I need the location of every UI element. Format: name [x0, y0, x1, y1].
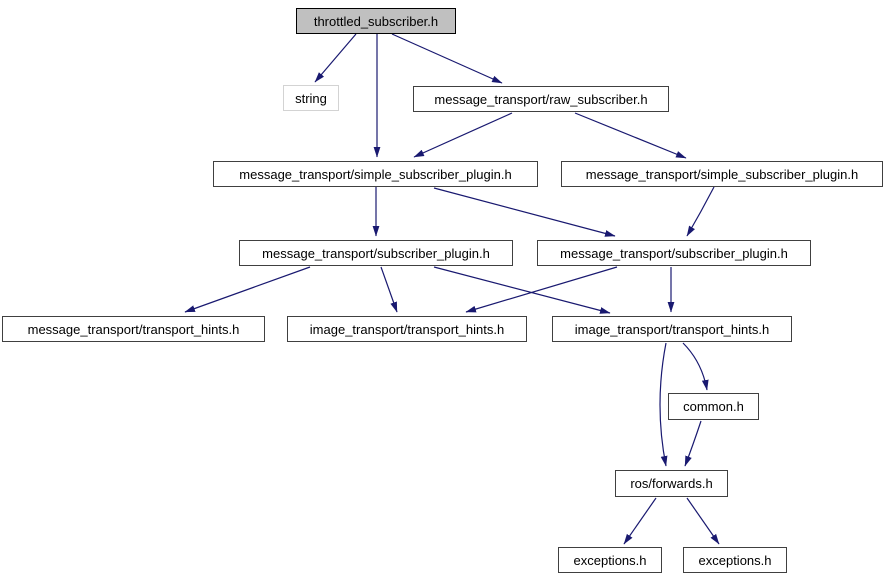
node-simple-subscriber-plugin-h-right[interactable]: message_transport/simple_subscriber_plug… [561, 161, 883, 187]
edge-subscriber_plugin_left-to-image_transport_hints_mid [380, 266, 398, 313]
node-label: string [295, 90, 327, 106]
node-string: string [283, 85, 339, 111]
node-message-transport-hints-h[interactable]: message_transport/transport_hints.h [2, 316, 265, 342]
edge-image_transport_hints_right-to-common [682, 342, 709, 391]
node-label: message_transport/simple_subscriber_plug… [239, 166, 512, 182]
node-label: message_transport/simple_subscriber_plug… [585, 166, 859, 182]
node-ros-forwards-h[interactable]: ros/forwards.h [615, 470, 728, 497]
node-label: message_transport/raw_subscriber.h [434, 91, 648, 107]
edge-subscriber_plugin_left-to-message_transport_hints [184, 266, 311, 313]
edge-raw_subscriber-to-simple_subscriber_plugin_right [574, 112, 687, 159]
edge-common-to-ros_forwards [684, 420, 702, 467]
node-subscriber-plugin-h-left[interactable]: message_transport/subscriber_plugin.h [239, 240, 513, 266]
node-simple-subscriber-plugin-h-left[interactable]: message_transport/simple_subscriber_plug… [213, 161, 538, 187]
node-image-transport-hints-h-right[interactable]: image_transport/transport_hints.h [552, 316, 792, 342]
node-image-transport-hints-h-mid[interactable]: image_transport/transport_hints.h [287, 316, 527, 342]
node-label: throttled_subscriber.h [313, 13, 439, 29]
node-label: image_transport/transport_hints.h [309, 321, 505, 337]
node-common-h[interactable]: common.h [668, 393, 759, 420]
node-exceptions-h-left[interactable]: exceptions.h [558, 547, 662, 573]
edge-raw_subscriber-to-simple_subscriber_plugin_left [413, 112, 513, 158]
edge-image_transport_hints_right-to-ros_forwards [659, 342, 668, 467]
edge-ros_forwards-to-exceptions_right [686, 497, 720, 545]
node-label: image_transport/transport_hints.h [574, 321, 770, 337]
node-raw-subscriber-h[interactable]: message_transport/raw_subscriber.h [413, 86, 669, 112]
node-label: common.h [683, 399, 744, 414]
node-throttled-subscriber-h: throttled_subscriber.h [296, 8, 456, 34]
edge-throttled_subscriber-to-string [314, 33, 357, 83]
node-label: exceptions.h [698, 552, 772, 568]
node-label: message_transport/subscriber_plugin.h [560, 245, 788, 261]
edge-ros_forwards-to-exceptions_left [623, 497, 657, 545]
edge-subscriber_plugin_left-to-image_transport_hints_right [433, 266, 611, 314]
node-exceptions-h-right[interactable]: exceptions.h [683, 547, 787, 573]
node-label: message_transport/subscriber_plugin.h [262, 245, 490, 261]
node-subscriber-plugin-h-right[interactable]: message_transport/subscriber_plugin.h [537, 240, 811, 266]
edge-simple_subscriber_plugin_left-to-subscriber_plugin_right [433, 187, 616, 237]
node-label: message_transport/transport_hints.h [27, 321, 240, 337]
edge-simple_subscriber_plugin_right-to-subscriber_plugin_right [686, 186, 715, 237]
edge-subscriber_plugin_right-to-image_transport_hints_mid [465, 266, 618, 313]
edge-throttled_subscriber-to-raw_subscriber [391, 33, 503, 84]
node-label: ros/forwards.h [630, 476, 713, 491]
node-label: exceptions.h [573, 552, 647, 568]
